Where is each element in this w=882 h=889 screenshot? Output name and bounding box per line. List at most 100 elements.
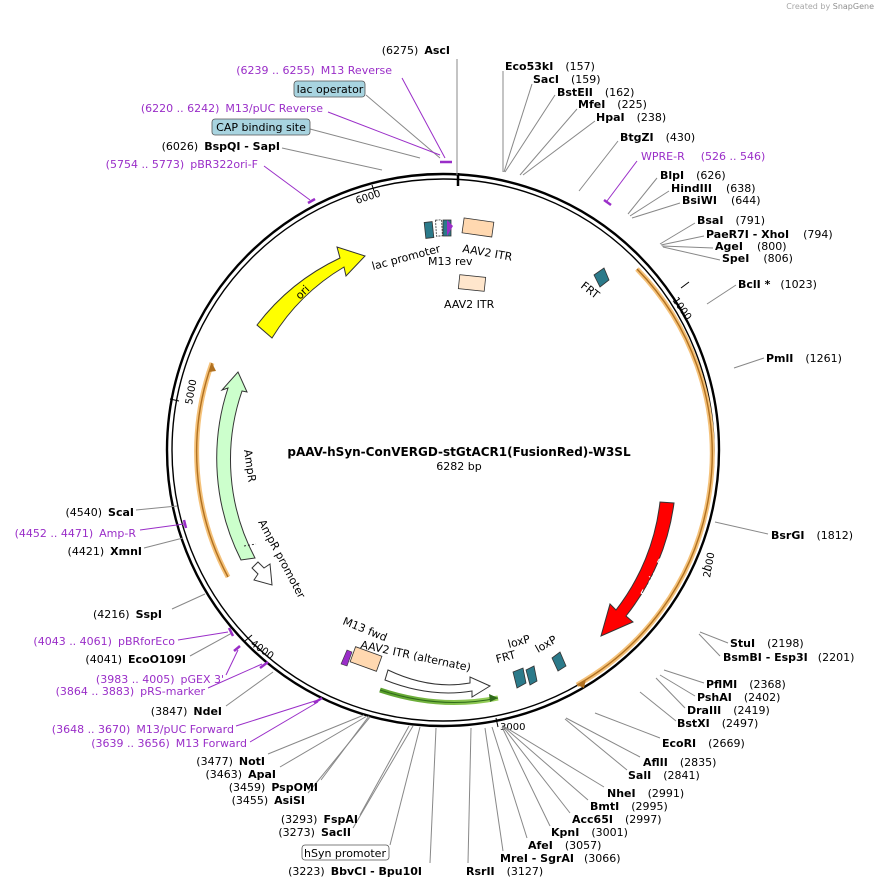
site-btgzi[interactable]: BtgZI(430) xyxy=(578,131,695,192)
orange-track-left-arrowhead xyxy=(209,363,216,372)
site-mrei-sgrai[interactable]: MreI - SgrAI(3066) xyxy=(484,727,621,865)
primer-wpre-r[interactable]: WPRE-R(526 .. 546) xyxy=(603,150,765,207)
svg-text:AAV2 ITR: AAV2 ITR xyxy=(444,298,495,311)
site-saci[interactable]: SacI(159) xyxy=(503,73,601,173)
svg-text:(5754 .. 5773)pBR322ori-F: (5754 .. 5773)pBR322ori-F xyxy=(106,158,258,171)
site-hpai[interactable]: HpaI(238) xyxy=(522,111,666,176)
site-acc65i[interactable]: Acc65I(2997) xyxy=(502,726,662,826)
primer-pgex-3[interactable]: (3983 .. 4005)pGEX 3' xyxy=(96,645,241,686)
site-bsteii[interactable]: BstEII(162) xyxy=(504,86,634,173)
site-sali[interactable]: SalI(2841) xyxy=(564,718,700,782)
site-fspai[interactable]: (3293)FspAI xyxy=(281,725,410,826)
loxp-2-feature[interactable]: loxP xyxy=(533,633,567,672)
primer-prs-marker[interactable]: (3864 .. 3883)pRS-marker xyxy=(56,661,269,698)
aav2-itr-alternate-feature[interactable]: AAV2 ITR (alternate) xyxy=(359,638,492,698)
site-eco53ki[interactable]: Eco53kI(157) xyxy=(502,60,595,172)
svg-text:(3477)NotI: (3477)NotI xyxy=(196,755,265,768)
site-hindiii[interactable]: HindIII(638) xyxy=(629,182,756,217)
svg-text:M13 rev: M13 rev xyxy=(428,255,473,268)
site-pflmi[interactable]: PflMI(2368) xyxy=(663,669,786,691)
site-xmni[interactable]: (4421)XmnI xyxy=(68,537,184,558)
svg-text:PshAI(2402): PshAI(2402) xyxy=(697,691,780,704)
primer-m13-puc-reverse[interactable]: (6220 .. 6242)M13/pUC Reverse xyxy=(141,102,441,156)
site-nhei[interactable]: NheI(2991) xyxy=(504,726,684,800)
site-stui[interactable]: StuI(2198) xyxy=(699,631,804,650)
primer-pbrforeco[interactable]: (4043 .. 4061)pBRforEco xyxy=(33,627,235,648)
svg-text:Acc65I(2997): Acc65I(2997) xyxy=(572,813,662,826)
site-bstxi[interactable]: BstXI(2497) xyxy=(639,691,758,730)
svg-text:lac operator: lac operator xyxy=(297,83,364,96)
primer-amp-r[interactable]: (4452 .. 4471)Amp-R xyxy=(15,519,188,540)
svg-text:(6026)BspQI - SapI: (6026)BspQI - SapI xyxy=(162,140,280,153)
site-bsai[interactable]: BsaI(791) xyxy=(659,214,765,245)
site-asisi[interactable]: (3455)AsiSI xyxy=(232,716,371,807)
site-aflii[interactable]: AflII(2835) xyxy=(565,717,716,769)
lac-operator-feature[interactable] xyxy=(435,219,443,237)
site-ndei[interactable]: (3847)NdeI xyxy=(151,671,274,718)
box-lac-operator[interactable]: lac operator xyxy=(293,80,441,159)
orange-track-right-arrowhead xyxy=(577,679,586,688)
svg-text:(3459)PspOMI: (3459)PspOMI xyxy=(229,781,318,794)
svg-text:hSyn promoter: hSyn promoter xyxy=(304,847,386,860)
frt-top-feature[interactable]: FRT xyxy=(578,267,610,302)
svg-text:BlpI(626): BlpI(626) xyxy=(660,169,726,182)
svg-text:BmtI(2995): BmtI(2995) xyxy=(590,800,668,813)
site-ecori[interactable]: EcoRI(2669) xyxy=(594,712,745,750)
box-hsyn-promoter[interactable]: hSyn promoter xyxy=(301,726,421,861)
primer-m13-forward[interactable]: (3639 .. 3656)M13 Forward xyxy=(91,701,319,750)
svg-text:RsrII(3127): RsrII(3127) xyxy=(466,865,543,878)
site-spei[interactable]: SpeI(806) xyxy=(662,246,793,265)
svg-text:BclI *(1023): BclI *(1023) xyxy=(738,278,817,291)
site-agei[interactable]: AgeI(800) xyxy=(661,240,787,253)
site-pmli[interactable]: PmlI(1261) xyxy=(733,352,842,369)
ampr-promoter-feature[interactable]: AmpR promoter xyxy=(243,517,308,601)
svg-text:(3293)FspAI: (3293)FspAI xyxy=(281,813,358,826)
svg-text:PflMI(2368): PflMI(2368) xyxy=(706,678,786,691)
svg-text:WPRE-R(526 .. 546): WPRE-R(526 .. 546) xyxy=(641,150,765,163)
site-ecoo109i[interactable]: (4041)EcoO109I xyxy=(85,632,233,666)
site-scai[interactable]: (4540)ScaI xyxy=(65,505,178,519)
box-cap-binding-site[interactable]: CAP binding site xyxy=(211,118,421,159)
site-pspomi[interactable]: (3459)PspOMI xyxy=(229,715,370,794)
site-asci[interactable]: (6275)AscI xyxy=(382,44,458,175)
site-bmti[interactable]: BmtI(2995) xyxy=(503,726,668,813)
site-kpni[interactable]: KpnI(3001) xyxy=(501,726,628,839)
site-apai[interactable]: (3463)ApaI xyxy=(206,715,368,781)
svg-text:(3463)ApaI: (3463)ApaI xyxy=(206,768,276,781)
site-bbvci-bpu10i[interactable]: (3223)BbvCI - Bpu10I xyxy=(288,727,437,878)
svg-text:CAP binding site: CAP binding site xyxy=(216,121,306,134)
svg-text:AfeI(3057): AfeI(3057) xyxy=(528,839,601,852)
site-draiii[interactable]: DraIII(2419) xyxy=(655,677,770,717)
site-paer7i-xhoi[interactable]: PaeR7I - XhoI(794) xyxy=(660,228,833,246)
primer-m13-reverse[interactable]: (6239 .. 6255)M13 Reverse xyxy=(236,64,452,164)
site-afei[interactable]: AfeI(3057) xyxy=(491,726,601,852)
site-blpi[interactable]: BlpI(626) xyxy=(627,169,726,215)
site-sspi[interactable]: (4216)SspI xyxy=(93,593,206,621)
site-bsmbi-esp3i[interactable]: BsmBI - Esp3I(2201) xyxy=(698,633,854,664)
site-rsrii[interactable]: RsrII(3127) xyxy=(466,727,543,878)
site-bsrgi[interactable]: BsrGI(1812) xyxy=(714,521,853,542)
loxp-1-feature[interactable]: loxP xyxy=(506,632,538,686)
site-sacii[interactable]: (3273)SacII xyxy=(278,725,414,839)
primer-m13-puc-forward[interactable]: (3648 .. 3670)M13/pUC Forward xyxy=(52,696,323,736)
site-noti[interactable]: (3477)NotI xyxy=(196,714,365,768)
m13-rev-feature[interactable]: M13 rev xyxy=(428,219,473,268)
site-bsiwi[interactable]: BsiWI(644) xyxy=(631,194,761,219)
site-pshai[interactable]: PshAI(2402) xyxy=(659,674,780,704)
svg-text:FRT: FRT xyxy=(494,648,517,666)
svg-text:(3455)AsiSI: (3455)AsiSI xyxy=(232,794,305,807)
primer-pbr322ori-f[interactable]: (5754 .. 5773)pBR322ori-F xyxy=(106,158,316,205)
svg-text:loxP: loxP xyxy=(533,633,559,656)
svg-text:EcoRI(2669): EcoRI(2669) xyxy=(662,737,745,750)
site-mfei[interactable]: MfeI(225) xyxy=(519,98,647,176)
frt-bottom-feature[interactable]: FRT xyxy=(494,648,527,689)
ori-feature[interactable]: ori xyxy=(256,246,366,339)
aav2-itr-bottom-feature[interactable] xyxy=(349,646,383,672)
aav2-itr-inner-feature[interactable]: AAV2 ITR xyxy=(444,274,495,311)
ampr-feature[interactable]: AmpR xyxy=(216,371,259,561)
svg-text:HpaI(238): HpaI(238) xyxy=(596,111,666,124)
site-bcli[interactable]: BclI *(1023) xyxy=(706,278,817,305)
site-bspqi-sapi[interactable]: (6026)BspQI - SapI xyxy=(162,140,383,171)
svg-text:BtgZI(430): BtgZI(430) xyxy=(620,131,695,144)
svg-text:(6239 .. 6255)M13 Reverse: (6239 .. 6255)M13 Reverse xyxy=(236,64,392,77)
